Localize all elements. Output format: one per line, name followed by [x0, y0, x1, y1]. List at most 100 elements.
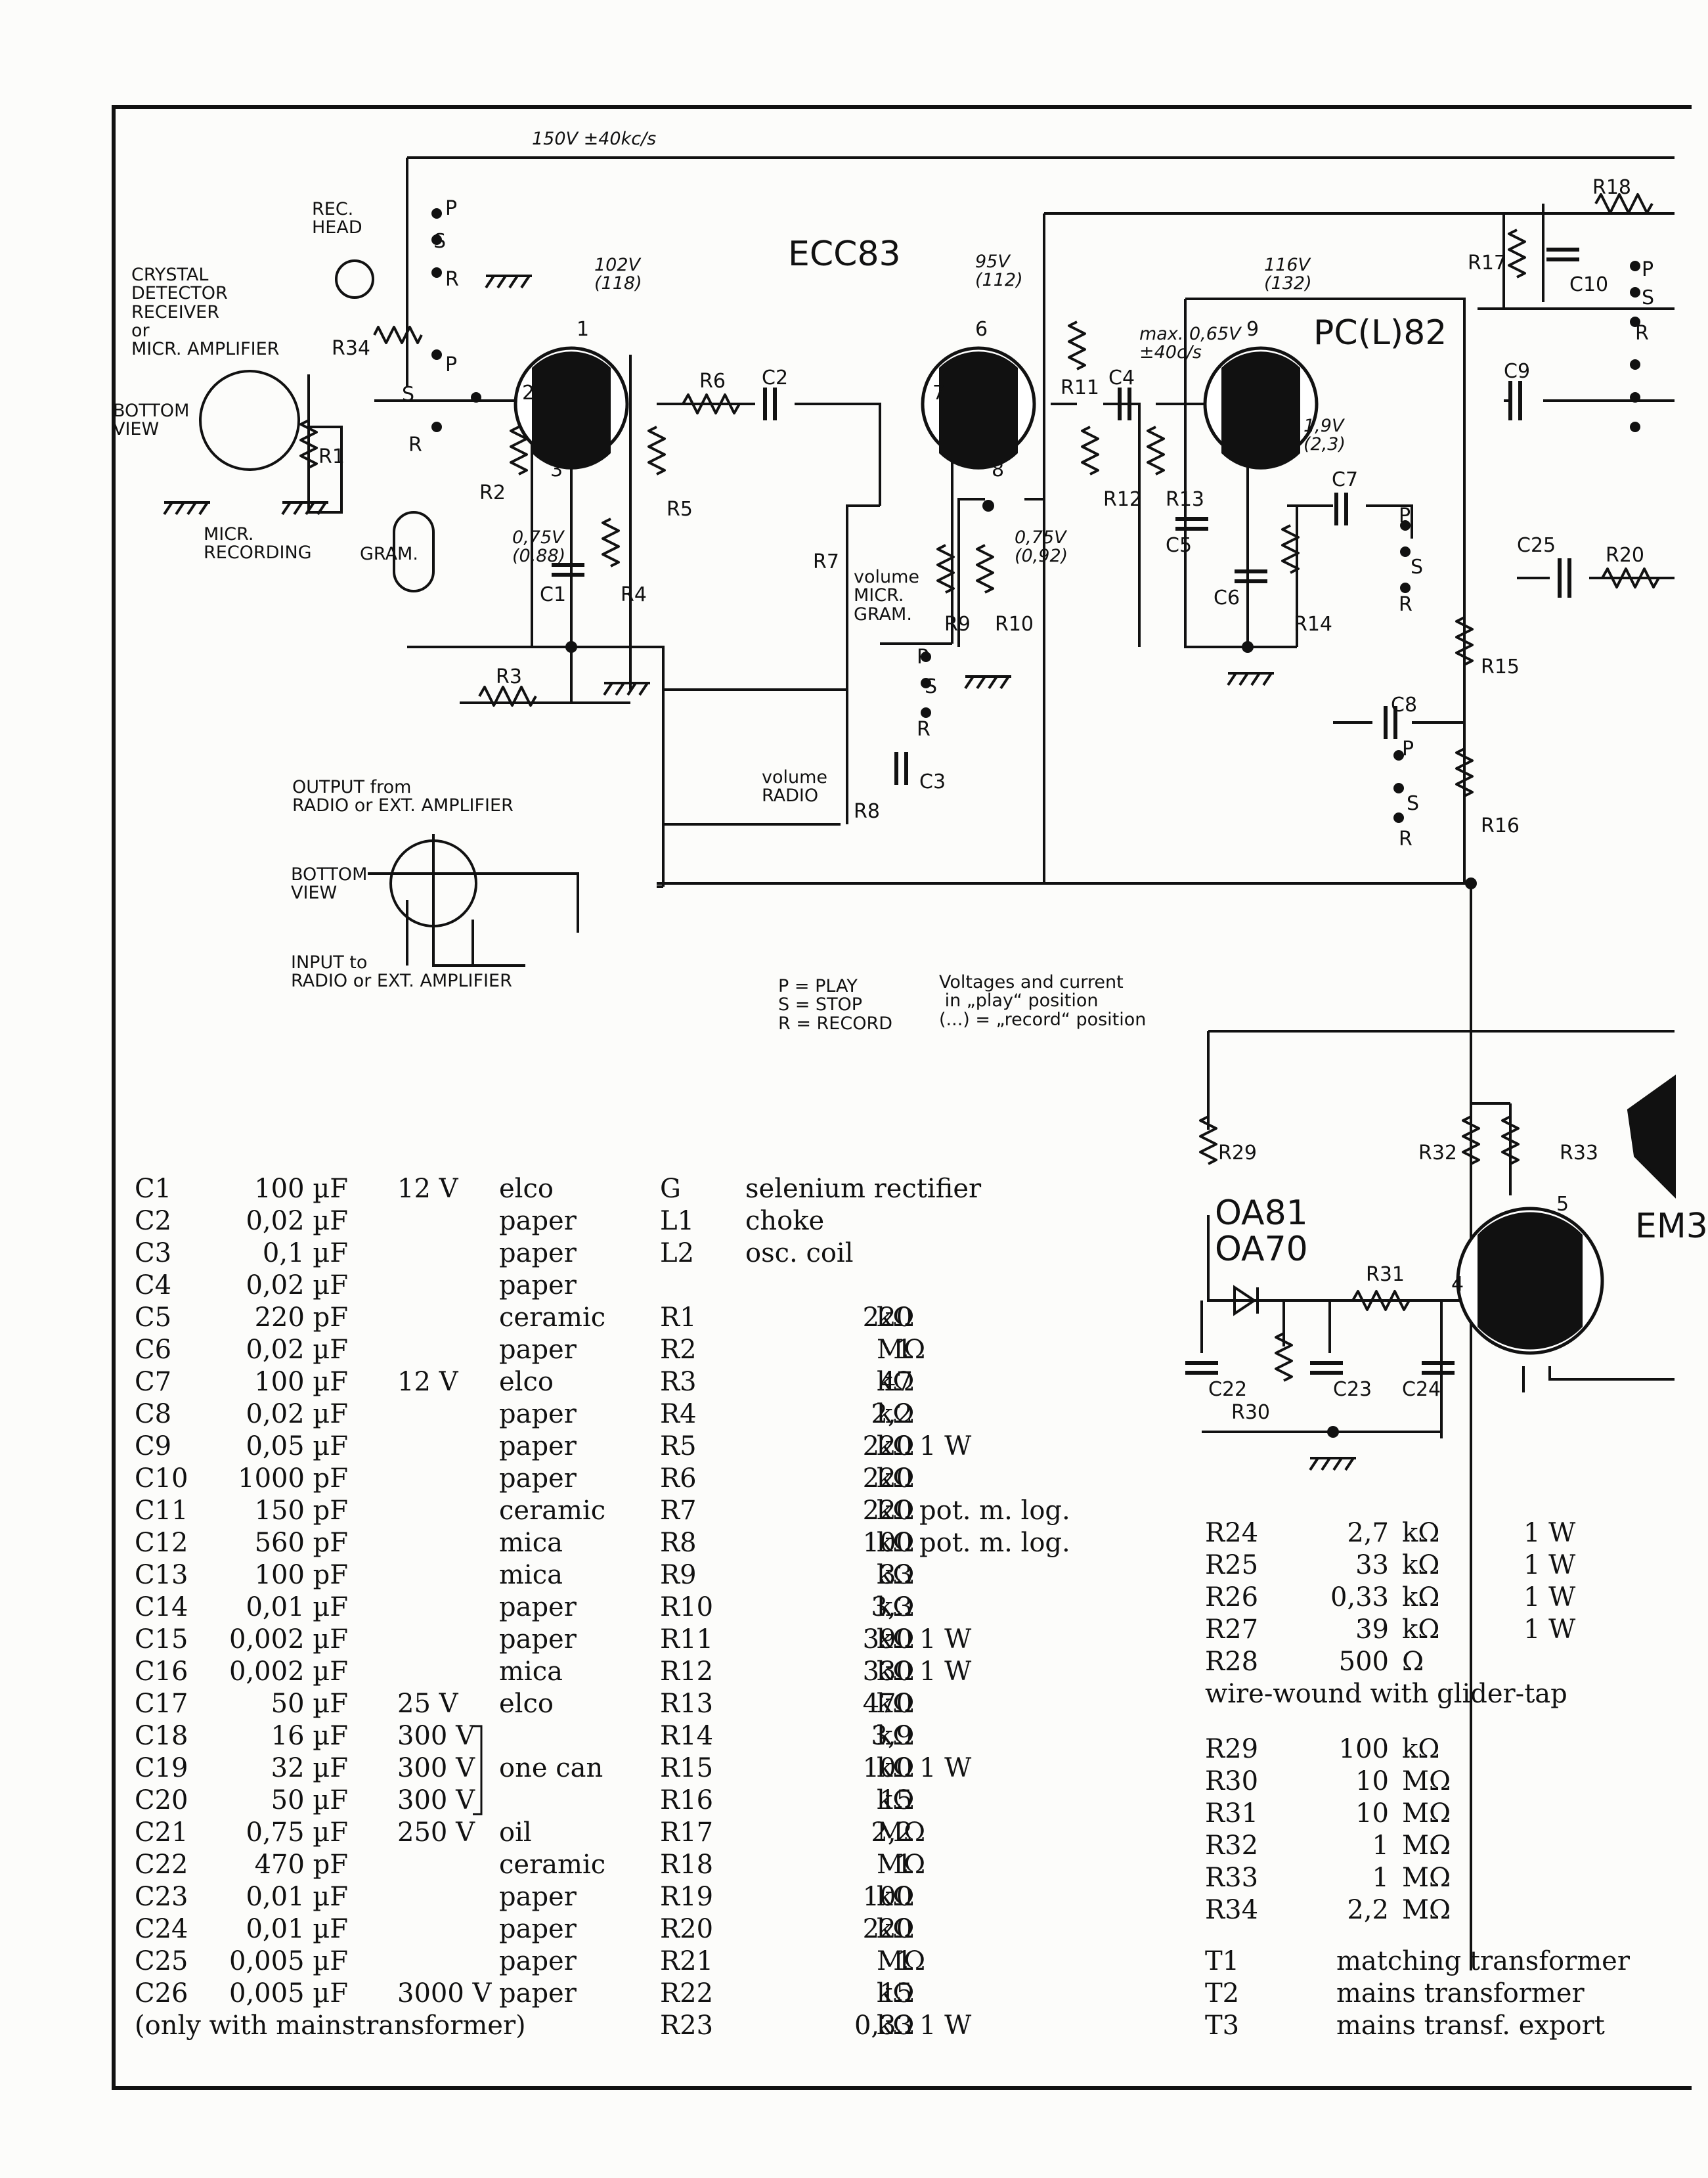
voltage-075v-b: 0,75V (0,92): [1015, 527, 1068, 567]
part-unit: kΩ: [1402, 1614, 1440, 1645]
part-value: 10: [1355, 1766, 1389, 1796]
part-value: 0,005 µF: [229, 1946, 348, 1976]
voltage-max: max. 0,65V ±40c/s: [1139, 324, 1241, 363]
part-type: paper: [499, 1206, 577, 1236]
switch-s-5: S: [1407, 792, 1420, 815]
label-r11: R11: [1061, 376, 1100, 399]
part-value: 1: [896, 1335, 913, 1365]
part-value: 15: [879, 1978, 913, 2009]
part-unit: kΩ: [1402, 1518, 1440, 1548]
part-ref: C10: [135, 1463, 188, 1494]
part-value: 1: [1372, 1863, 1389, 1893]
part-value: 16 µF: [271, 1721, 348, 1751]
part-ref: C2: [135, 1206, 172, 1236]
part-ref: C16: [135, 1656, 188, 1687]
part-value: 3,3: [871, 1592, 913, 1622]
tube-ecc83-label: ECC83: [788, 234, 901, 274]
part-ref: R17: [660, 1817, 714, 1848]
label-r34: R34: [332, 337, 371, 360]
part-ref: R11: [660, 1624, 714, 1655]
label-r2: R2: [479, 481, 506, 504]
label-c7: C7: [1332, 468, 1359, 491]
part-note: 1 W: [919, 1624, 972, 1655]
part-ref: C26: [135, 1978, 188, 2009]
part-type: paper: [499, 1463, 577, 1494]
volume-radio-label: volume RADIO: [762, 767, 828, 807]
switch-p-2: P: [445, 353, 458, 376]
switch-s-2: S: [402, 383, 415, 406]
part-ref: C17: [135, 1689, 188, 1719]
part-ref: C24: [135, 1914, 188, 1944]
part-voltage: 25 V: [397, 1689, 458, 1719]
label-c4: C4: [1108, 367, 1135, 389]
part-value: 100 µF: [254, 1367, 348, 1397]
part-value: 47: [879, 1367, 913, 1397]
part-unit: kΩ: [1402, 1734, 1440, 1764]
part-unit: kΩ: [877, 1496, 915, 1526]
part-ref: C11: [135, 1496, 188, 1526]
pin-1: 1: [577, 318, 590, 341]
part-type: paper: [499, 1914, 577, 1944]
label-r14: R14: [1294, 613, 1333, 636]
part-unit: kΩ: [877, 1785, 915, 1815]
part-unit: kΩ: [877, 1882, 915, 1912]
voltage-116v: 116V (132): [1264, 255, 1312, 294]
part-ref: R22: [660, 1978, 714, 2009]
part-unit: kΩ: [877, 1978, 915, 2009]
part-ref: R28: [1205, 1647, 1259, 1677]
part-value: 50 µF: [271, 1689, 348, 1719]
part-ref: C12: [135, 1528, 188, 1558]
label-c24: C24: [1402, 1378, 1441, 1401]
part-type: paper: [499, 1399, 577, 1429]
part-value: 220 pF: [254, 1302, 348, 1333]
part-value: 0,002 µF: [229, 1656, 348, 1687]
part-ref: C5: [135, 1302, 172, 1333]
part-ref: R2: [660, 1335, 697, 1365]
part-value: 0,33: [854, 2011, 913, 2041]
part-value: 0,02 µF: [246, 1270, 348, 1300]
part-ref: R5: [660, 1431, 697, 1461]
part-ref: C18: [135, 1721, 188, 1751]
part-value: 1000 pF: [238, 1463, 348, 1494]
part-value: 150 pF: [254, 1496, 348, 1526]
micr-recording-label: MICR. RECORDING: [204, 524, 312, 564]
part-type: mica: [499, 1560, 563, 1590]
pin-8: 8: [992, 458, 1005, 481]
part-ref: C19: [135, 1753, 188, 1783]
part-ref: R13: [660, 1689, 714, 1719]
part-type: paper: [499, 1946, 577, 1976]
switch-p-6: P: [1642, 258, 1654, 281]
part-value: 0,005 µF: [229, 1978, 348, 2009]
part-type: paper: [499, 1882, 577, 1912]
pin-5: 5: [1556, 1193, 1569, 1216]
parts-list-note: (only with mainstransformer): [135, 2011, 526, 2041]
parts-list-right-note: wire-wound with glider-tap: [1205, 1679, 1567, 1709]
part-ref: R8: [660, 1528, 697, 1558]
part-ref: C8: [135, 1399, 172, 1429]
switch-r-5: R: [1399, 828, 1412, 851]
label-c3: C3: [919, 770, 946, 793]
part-value: 0,1 µF: [262, 1238, 348, 1268]
label-r30: R30: [1231, 1401, 1271, 1424]
crystal-receiver-label: CRYSTAL DETECTOR RECEIVER or MICR. AMPLI…: [131, 265, 280, 360]
part-value: 32 µF: [271, 1753, 348, 1783]
label-r13: R13: [1166, 488, 1205, 511]
part-desc: selenium rectifier: [745, 1174, 982, 1204]
